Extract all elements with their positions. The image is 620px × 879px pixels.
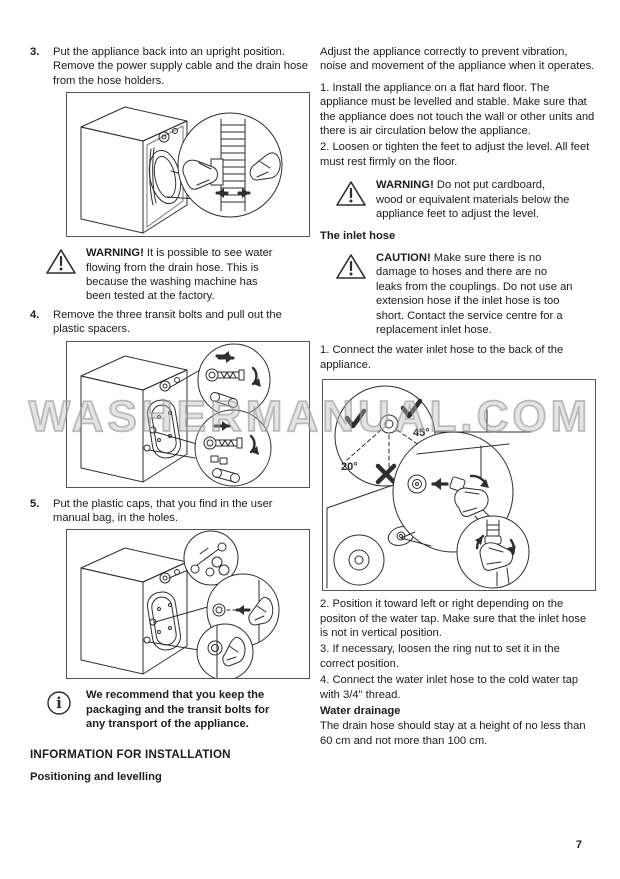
right-hand-drawing (249, 152, 281, 181)
step-3: 3. Put the appliance back into an uprigh… (30, 45, 310, 88)
step-3-number: 3. (30, 46, 40, 58)
step-5-text: Put the plastic caps, that you find in t… (53, 497, 273, 525)
page-number: 7 (575, 839, 582, 851)
install-step-1: 1. Install the appliance on a flat hard … (320, 81, 595, 138)
svg-text:i: i (56, 694, 62, 712)
warning-triangle-icon (336, 251, 376, 337)
zoom-circle-cap-press (196, 623, 254, 679)
figure-remove-drain-hose (66, 92, 310, 238)
warning-text: Do not put cardboard, wood or equivalent… (376, 179, 570, 221)
angle-max-label: 45° (413, 427, 430, 439)
rotate-arrow (251, 366, 258, 385)
figure-plastic-caps (66, 529, 310, 680)
zoom-circle-hose-holders (177, 112, 283, 218)
zoom-circle-bolt-top (197, 343, 271, 417)
washing-machine-drawing (80, 547, 188, 675)
zoom-circle-bolt-bottom (194, 409, 272, 487)
warning-triangle-icon (46, 246, 86, 304)
connect-step-1: 1. Connect the water inlet hose to the b… (320, 344, 564, 371)
sub-heading: Positioning and levelling (30, 771, 162, 784)
warning-text: It is possible to see water flowing from… (86, 247, 273, 303)
warning-label: WARNING! (86, 247, 144, 260)
caution-hose-note: CAUTION! Make sure there is no damage to… (336, 251, 596, 337)
hand-drawing (222, 637, 246, 667)
figure-inlet-hose: 20° 45° (322, 379, 596, 592)
pointer-tail (400, 531, 432, 547)
zoom-leader-lines (148, 369, 201, 459)
step-4: 4. Remove the three transit bolts and pu… (30, 308, 310, 337)
wrench-drawing (213, 392, 236, 408)
zoom-circle-caps-bag (183, 530, 239, 586)
left-column: 3. Put the appliance back into an uprigh… (30, 45, 310, 791)
caution-text: Make sure there is no damage to hoses an… (376, 251, 573, 336)
check-icon (344, 408, 367, 429)
step-5: 5. Put the plastic caps, that you find i… (30, 497, 310, 526)
inlet-hose-heading: The inlet hose (320, 230, 396, 243)
hand-drawing (454, 487, 489, 518)
drainage-heading: Water drainage (320, 704, 401, 717)
info-icon: i (46, 688, 86, 731)
check-icon (400, 398, 423, 419)
warning-label: WARNING! (376, 179, 434, 192)
warning-drain-note: WARNING! It is possible to see water flo… (46, 246, 310, 304)
connect-step-4: 4. Connect the water inlet hose to the c… (320, 674, 579, 701)
install-step-2: 2. Loosen or tighten the feet to adjust … (320, 141, 590, 168)
cross-icon (375, 463, 397, 485)
info-note: i We recommend that you keep the packagi… (46, 688, 310, 731)
rotate-arrow (249, 434, 256, 453)
step-5-number: 5. (30, 497, 40, 510)
washing-machine-drawing (80, 106, 188, 234)
figure-remove-transit-bolts (66, 340, 310, 488)
connect-step-2: 2. Position it toward left or right depe… (320, 598, 587, 639)
warning-level-note: WARNING! Do not put cardboard, wood or e… (336, 178, 596, 221)
step-4-text: Remove the three transit bolts and pull … (53, 308, 282, 336)
info-note-text: We recommend that you keep the packaging… (86, 689, 270, 731)
hand-drawing (248, 597, 274, 626)
right-column: Adjust the appliance correctly to preven… (320, 45, 596, 750)
section-heading: INFORMATION FOR INSTALLATION (30, 747, 231, 761)
drainage-text: The drain hose should stay at a height o… (320, 720, 586, 747)
step-3-text: Put the appliance back into an upright p… (53, 46, 308, 87)
connect-step-3: 3. If necessary, loosen the ring nut to … (320, 643, 560, 670)
intro-paragraph: Adjust the appliance correctly to preven… (320, 46, 595, 73)
wrench-drawing (215, 468, 238, 483)
caution-label: CAUTION! (376, 251, 431, 264)
warning-triangle-icon (336, 178, 376, 221)
zoom-circle-tighten-nut (456, 515, 530, 589)
washing-machine-drawing (80, 355, 188, 483)
step-4-number: 4. (30, 308, 40, 321)
angle-min-label: 20° (341, 461, 358, 473)
